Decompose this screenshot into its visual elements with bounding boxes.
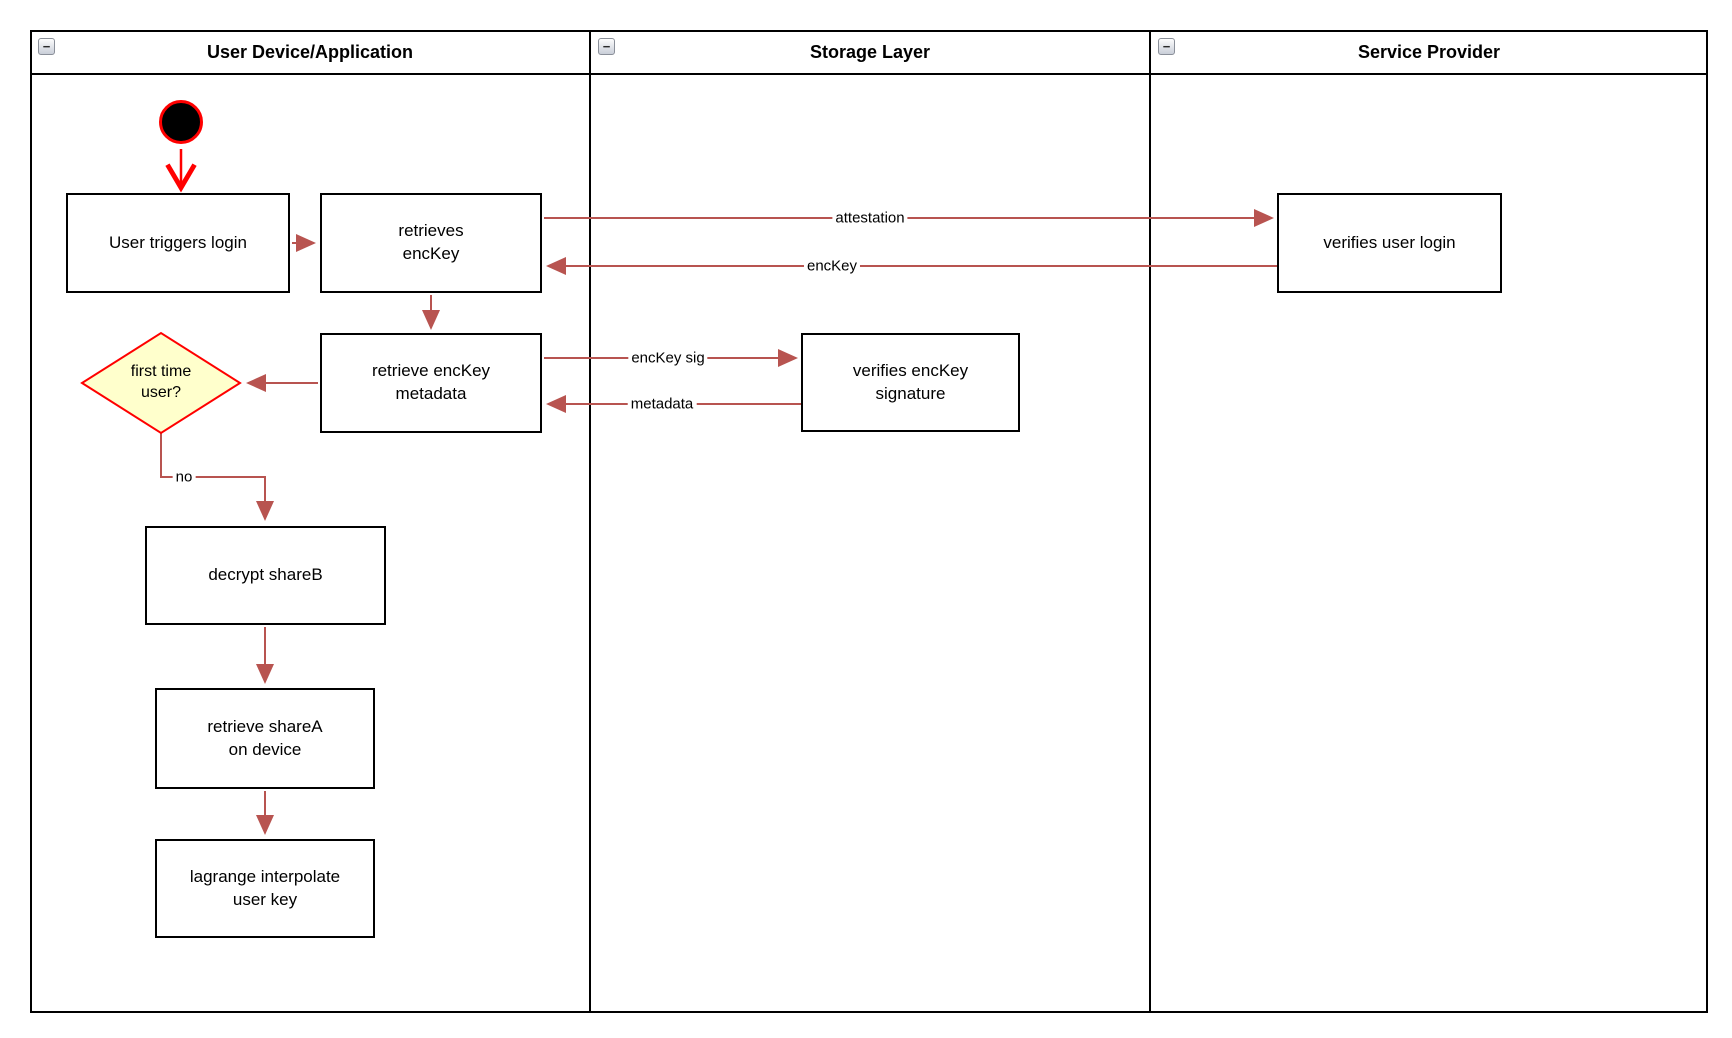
decision-first-time-user-label: first time user? <box>130 363 192 401</box>
minus-icon: − <box>1162 39 1171 54</box>
node-lagrange-interpolate-user-key[interactable]: lagrange interpolate user key <box>155 839 375 938</box>
lane-storage-layer: Storage Layer <box>809 42 931 62</box>
edge-label-enckey: encKey <box>803 257 861 275</box>
minus-icon: − <box>602 39 611 54</box>
lane-user-device-application: User Device/Application <box>206 42 414 62</box>
initial-node[interactable] <box>159 100 203 144</box>
node-decrypt-shareb[interactable]: decrypt shareB <box>145 526 386 625</box>
lane-divider-2 <box>1149 30 1151 1013</box>
node-verifies-enckey-signature[interactable]: verifies encKey signature <box>801 333 1020 432</box>
edge-label-metadata: metadata <box>627 395 697 413</box>
edge-label-no: no <box>172 468 196 486</box>
minus-icon: − <box>42 39 51 54</box>
node-retrieve-enckey-metadata[interactable]: retrieve encKey metadata <box>320 333 542 433</box>
collapse-lane-button[interactable]: − <box>38 38 55 55</box>
collapse-lane-button[interactable]: − <box>598 38 615 55</box>
node-retrieves-enckey[interactable]: retrieves encKey <box>320 193 542 293</box>
node-verifies-user-login[interactable]: verifies user login <box>1277 193 1502 293</box>
lane-service-provider: Service Provider <box>1357 42 1501 62</box>
lane-header-divider <box>30 73 1708 75</box>
collapse-lane-button[interactable]: − <box>1158 38 1175 55</box>
lane-divider-1 <box>589 30 591 1013</box>
node-user-triggers-login[interactable]: User triggers login <box>66 193 290 293</box>
edge-label-enckey-sig: encKey sig <box>628 349 708 367</box>
edge-label-attestation: attestation <box>832 209 908 227</box>
node-retrieve-sharea-on-device[interactable]: retrieve shareA on device <box>155 688 375 789</box>
